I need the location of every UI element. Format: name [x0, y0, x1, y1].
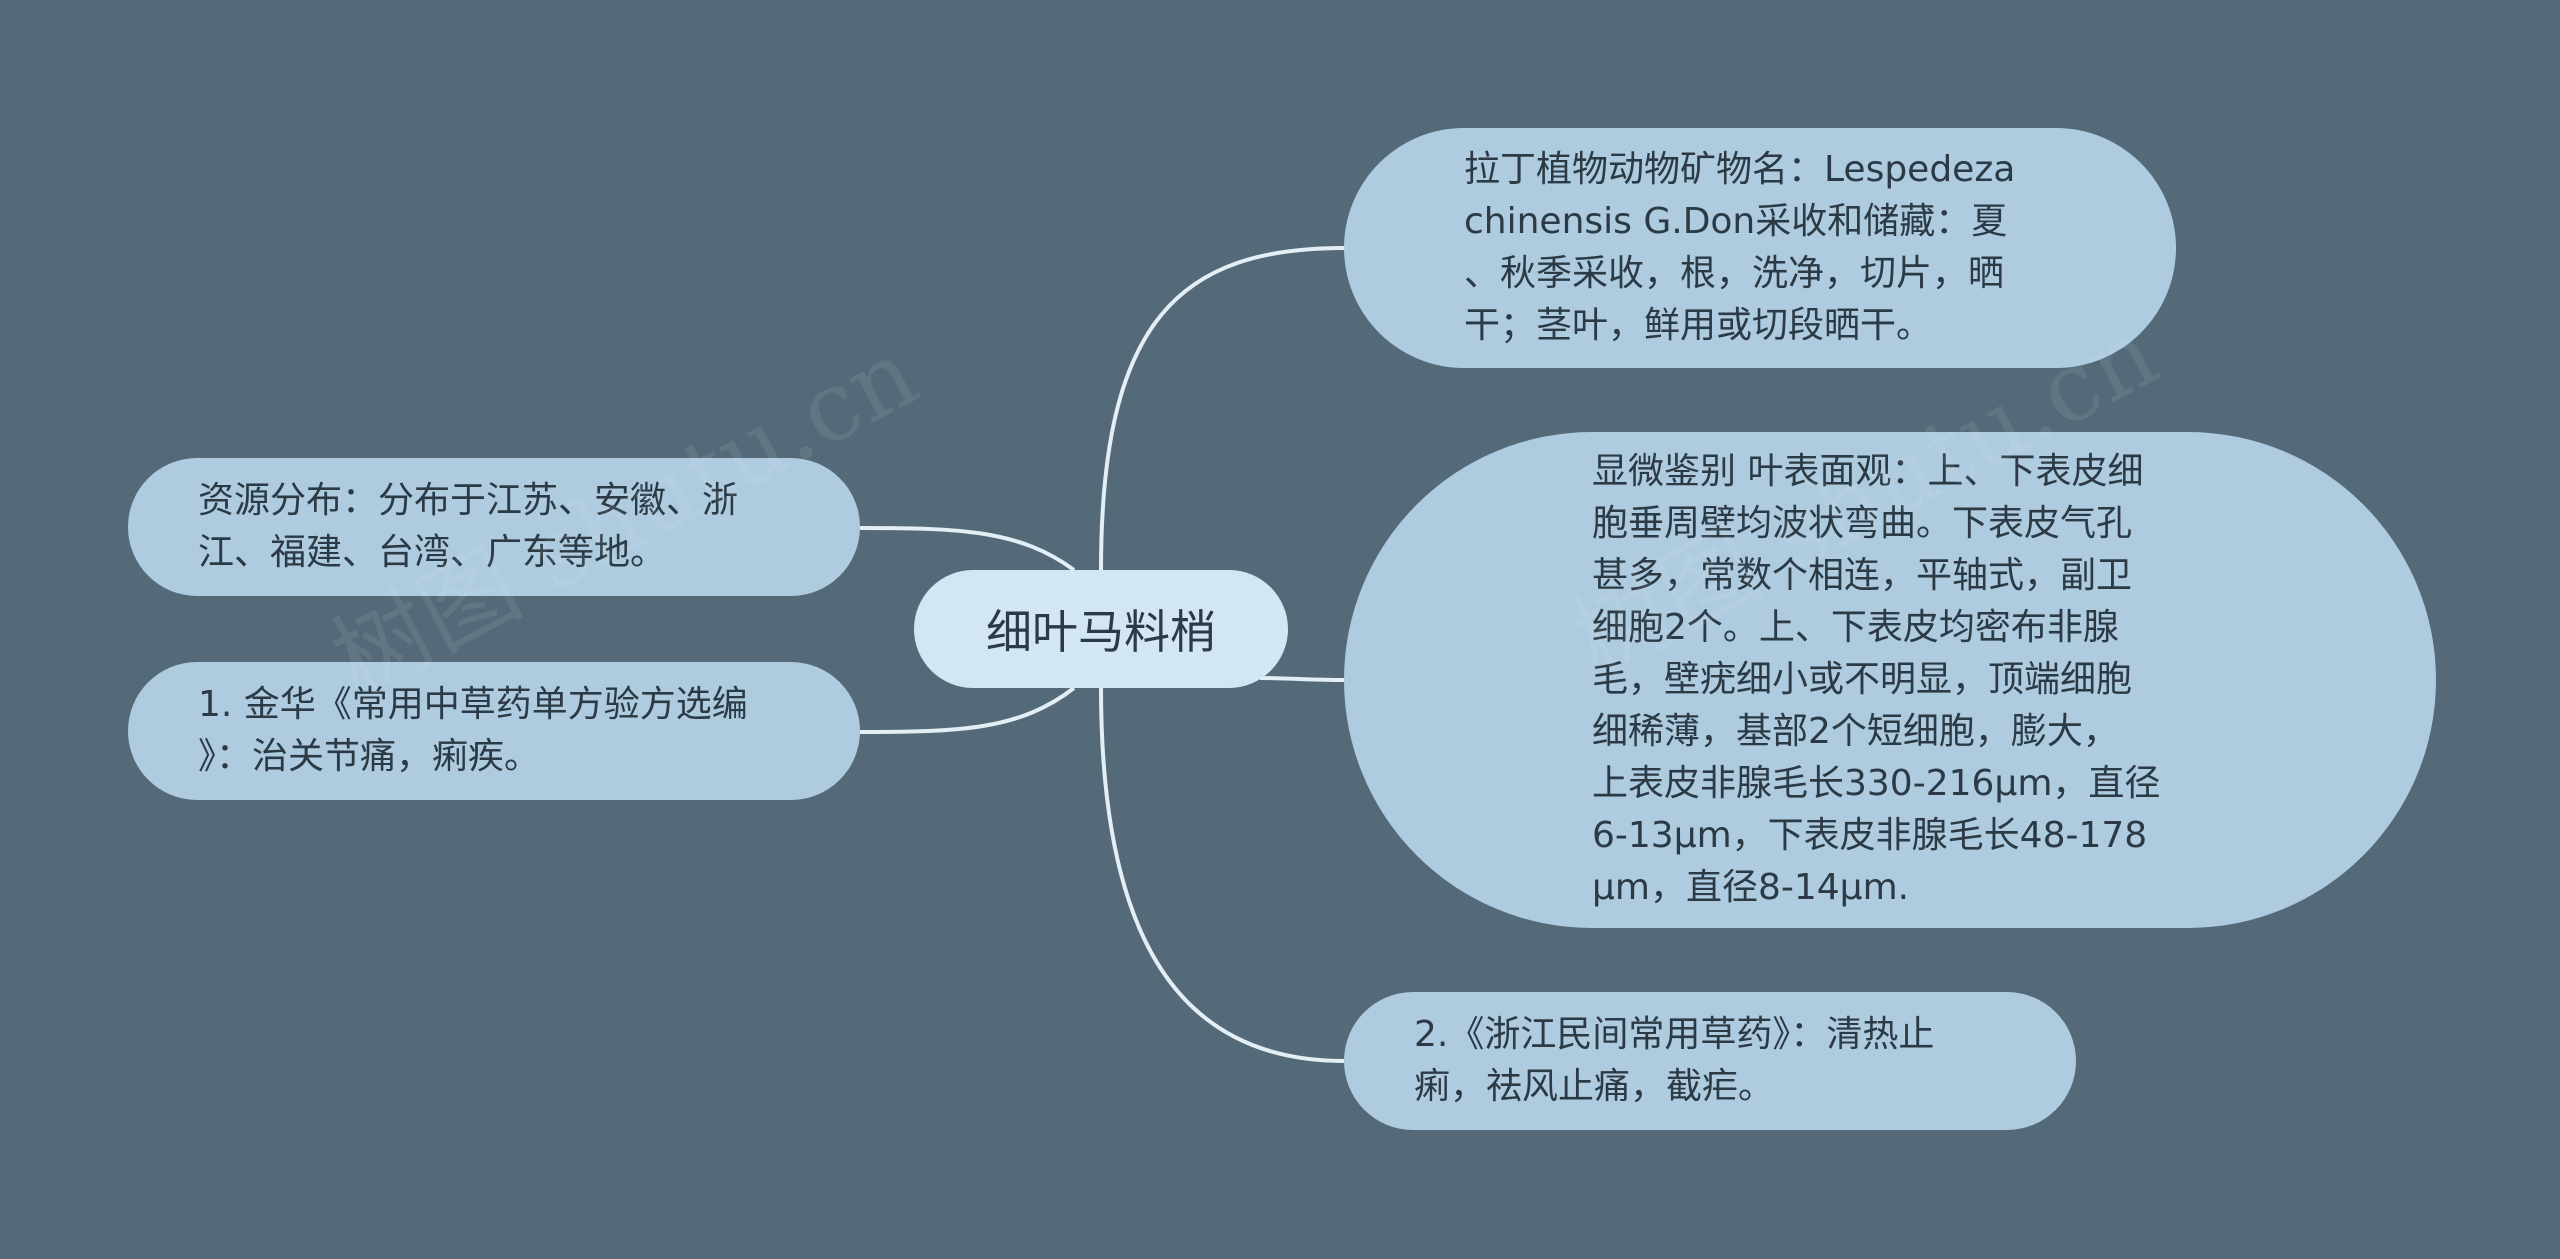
- root-topic-label: 细叶马料梢: [986, 605, 1216, 659]
- branch-microscopic[interactable]: 显微鉴别 叶表面观：上、下表皮细 胞垂周壁均波状弯曲。下表皮气孔 甚多，常数个相…: [1344, 432, 2436, 928]
- root-topic[interactable]: 细叶马料梢: [914, 570, 1288, 688]
- link-resource: [859, 526, 1076, 572]
- branch-resource-text: 资源分布：分布于江苏、安徽、浙 江、福建、台湾、广东等地。: [198, 480, 739, 573]
- link-latin: [1099, 246, 1345, 571]
- branch-latin-name-text: 拉丁植物动物矿物名：Lespedeza chinensis G.Don采收和储藏…: [1464, 149, 2016, 346]
- link-jinhua: [859, 686, 1076, 734]
- link-micro: [1259, 676, 1345, 682]
- link-zhejiang: [1099, 687, 1345, 1063]
- branch-zhejiang[interactable]: 2.《浙江民间常用草药》：清热止 痢，祛风止痛，截疟。: [1344, 992, 2076, 1130]
- branch-jinhua-text: 1. 金华《常用中草药单方验方选编 》：治关节痛，痢疾。: [198, 684, 748, 777]
- branch-zhejiang-text: 2.《浙江民间常用草药》：清热止 痢，祛风止痛，截疟。: [1414, 1014, 1935, 1107]
- branch-jinhua[interactable]: 1. 金华《常用中草药单方验方选编 》：治关节痛，痢疾。: [128, 662, 860, 800]
- branch-latin-name[interactable]: 拉丁植物动物矿物名：Lespedeza chinensis G.Don采收和储藏…: [1344, 128, 2176, 368]
- branch-microscopic-text: 显微鉴别 叶表面观：上、下表皮细 胞垂周壁均波状弯曲。下表皮气孔 甚多，常数个相…: [1592, 451, 2161, 908]
- branch-resource[interactable]: 资源分布：分布于江苏、安徽、浙 江、福建、台湾、广东等地。: [128, 458, 860, 596]
